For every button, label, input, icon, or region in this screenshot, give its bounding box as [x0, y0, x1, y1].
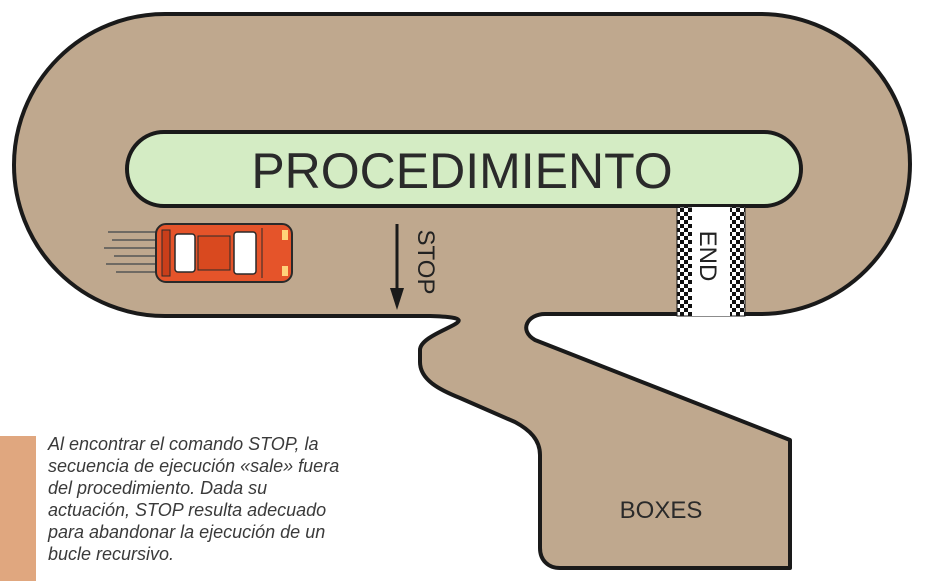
speed-lines — [104, 231, 158, 273]
race-car — [155, 223, 293, 283]
stop-arrow: STOP — [390, 224, 439, 310]
procedure-label: PROCEDIMIENTO — [251, 143, 672, 199]
finish-line: END — [676, 206, 746, 317]
caption-line: del procedimiento. Dada su — [48, 478, 268, 498]
caption-line: secuencia de ejecución «sale» fuera — [48, 456, 340, 476]
caption-line: actuación, STOP resulta adecuado — [48, 500, 327, 520]
stop-label: STOP — [412, 230, 439, 295]
procedure-bar — [125, 130, 803, 208]
end-label: END — [694, 231, 721, 282]
caption-line: Al encontrar el comando STOP, la — [48, 434, 319, 454]
caption-line: bucle recursivo. — [48, 544, 175, 564]
caption: Al encontrar el comando STOP, la secuenc… — [48, 433, 428, 565]
caption-accent-bar — [0, 436, 36, 581]
boxes-label: BOXES — [620, 497, 703, 524]
caption-line: para abandonar la ejecución de un — [48, 522, 326, 542]
